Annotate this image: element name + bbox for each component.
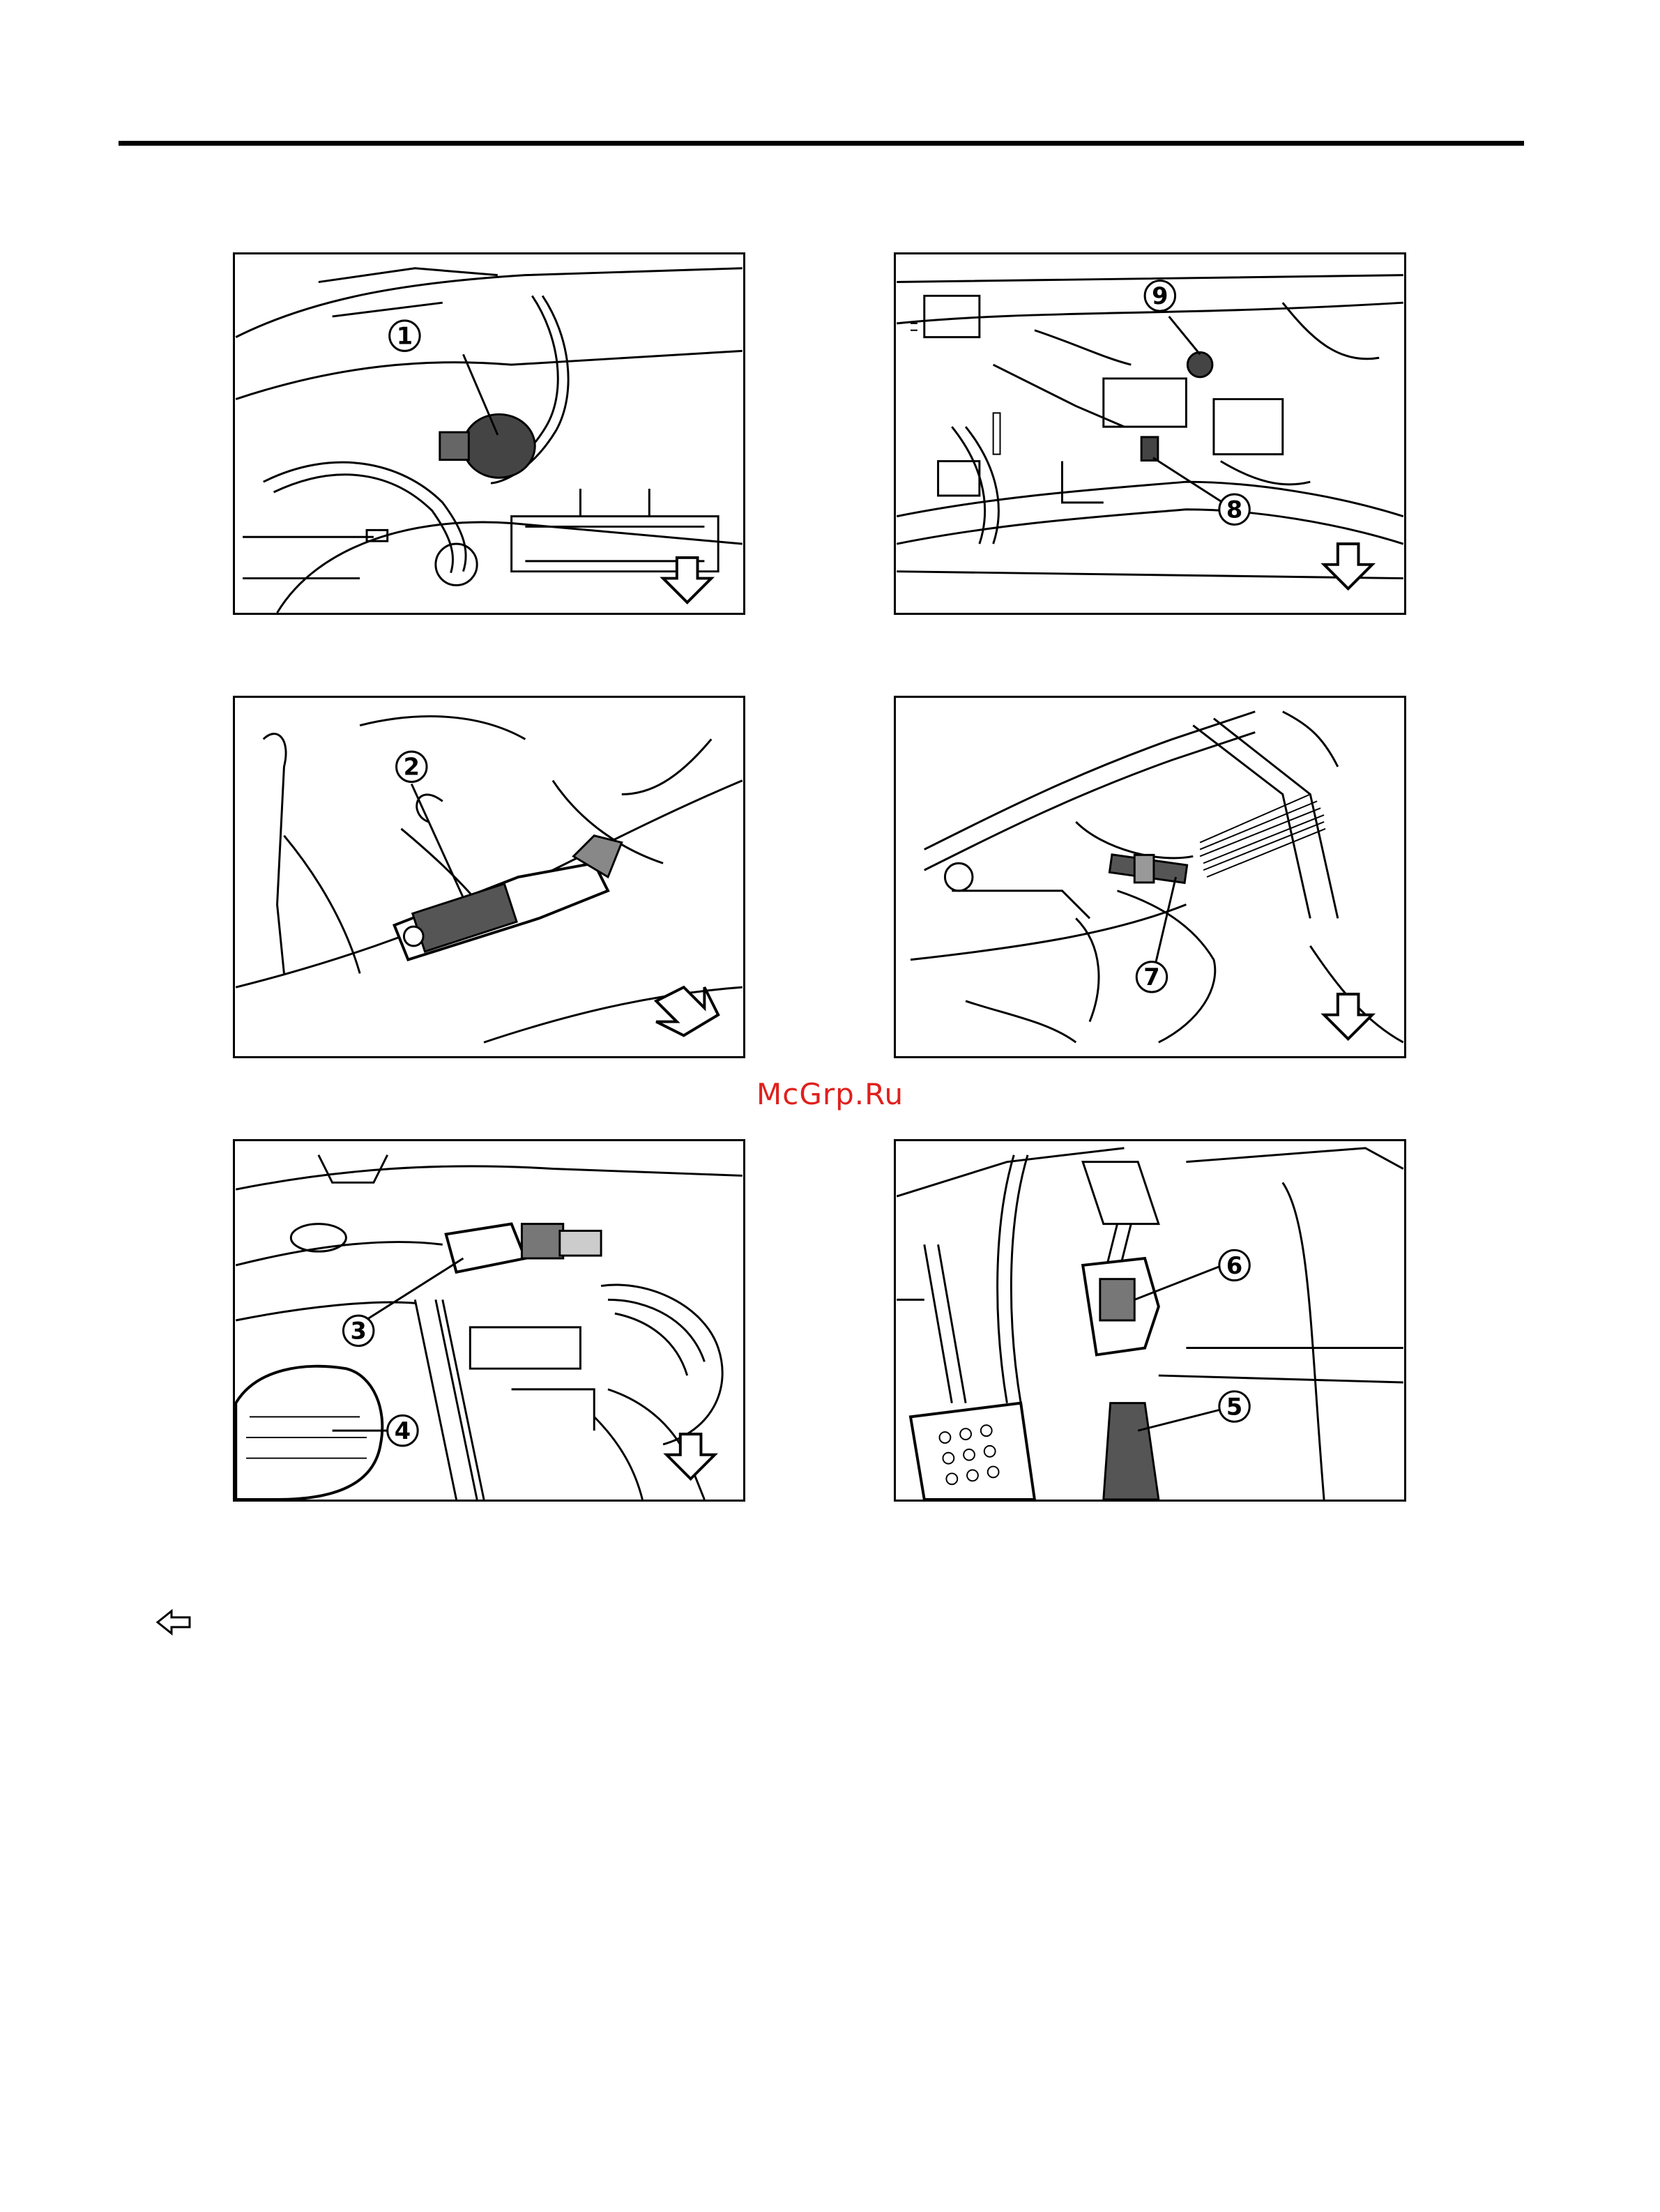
watermark-text: McGrp.Ru <box>756 1077 896 1111</box>
callout-2: 2 <box>404 754 420 781</box>
callout-8: 8 <box>1226 496 1242 524</box>
pedal-area-illustration: 6 5 <box>896 1141 1404 1500</box>
down-left-arrow-icon <box>656 987 718 1035</box>
figure-component-5-6: 6 5 <box>894 1139 1406 1502</box>
callout-5: 5 <box>1226 1393 1242 1420</box>
engine-bay-illustration-4: 7 <box>896 698 1404 1056</box>
callout-6: 6 <box>1226 1252 1242 1279</box>
figure-component-3-4: 3 4 <box>233 1139 745 1502</box>
figure-component-1: 1 <box>233 252 745 615</box>
figure-component-8-9: 9 8 <box>894 252 1406 615</box>
down-arrow-icon <box>1324 544 1372 588</box>
callout-3: 3 <box>350 1318 366 1345</box>
callout-7: 7 <box>1143 963 1159 991</box>
outline-left-arrow-icon <box>155 1608 192 1636</box>
callout-1: 1 <box>397 323 413 350</box>
down-arrow-icon <box>1324 994 1372 1039</box>
engine-bay-illustration-2: 9 8 <box>896 254 1404 613</box>
figure-component-7: 7 <box>894 696 1406 1058</box>
engine-bay-illustration-1: 1 <box>235 254 743 613</box>
header-rule <box>119 141 1524 146</box>
down-arrow-icon <box>663 558 711 602</box>
figure-component-2: 2 <box>233 696 745 1058</box>
engine-bay-illustration-5: 3 4 <box>235 1141 743 1500</box>
engine-bay-illustration-3: 2 <box>235 698 743 1056</box>
callout-9: 9 <box>1152 282 1168 310</box>
callout-4: 4 <box>395 1417 411 1444</box>
